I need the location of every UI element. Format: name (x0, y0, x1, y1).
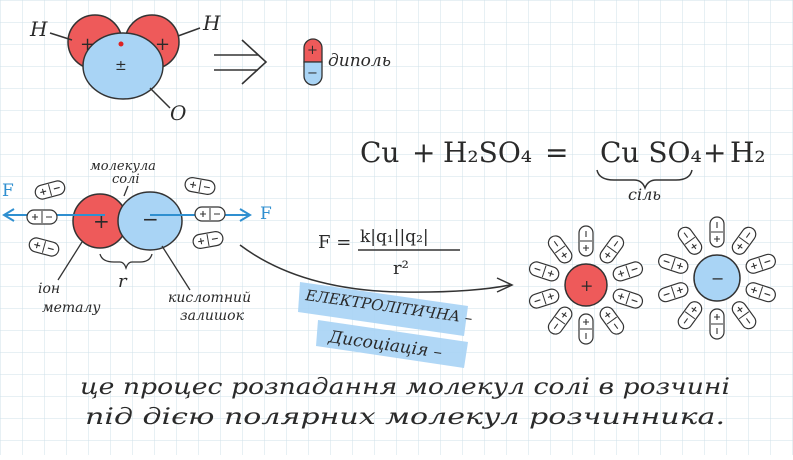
distance-label: r (118, 271, 128, 292)
oxygen (82, 32, 164, 100)
oxygen-charge: ± (115, 58, 127, 74)
salt-label: сіль (628, 185, 661, 204)
cation-sign: + (93, 209, 110, 233)
cation-shell-dipole (578, 313, 594, 345)
salt-brace (596, 169, 693, 191)
hydrated-cation-sign: + (580, 276, 593, 295)
reaction-equation: Cu + H₂SO₄ = Cu SO₄ + H₂ сіль (360, 136, 766, 204)
surrounding-dipoles (26, 177, 226, 257)
eq-h2so4: H₂SO₄ (443, 136, 532, 169)
implies-arrow (214, 39, 268, 85)
anion-shell-dipole (709, 216, 725, 248)
distance-brace (99, 253, 153, 271)
o-label: O (170, 101, 186, 125)
anion-shell-dipole (658, 253, 689, 274)
acid-residue-line1: кислотний (168, 290, 251, 306)
h-right-line (177, 27, 201, 37)
eq-plus1: + (412, 136, 435, 169)
anion-shell-dipole (731, 226, 757, 255)
caption-line2: солі (112, 172, 140, 187)
eq-h2: H₂ (730, 136, 766, 169)
salt-dipole (184, 177, 216, 195)
eq-cu: Cu (360, 136, 399, 169)
metal-ion-line1: іон (38, 281, 60, 297)
cation-shell-dipole (528, 288, 560, 309)
anion-shell-dipole (745, 282, 776, 303)
eq-cuso4: Cu SO₄ (600, 136, 702, 169)
cation-shell-dipole (599, 306, 625, 335)
dissociation-arrow (239, 244, 511, 293)
eq-equals: = (545, 136, 568, 169)
salt-dipole (192, 231, 224, 249)
coulomb-lhs: F = (318, 232, 351, 253)
anion-shell-dipole (731, 301, 757, 330)
dipole: + − диполь (303, 38, 391, 86)
dipole-plus: + (307, 43, 318, 58)
metal-ion-line2: металу (42, 300, 101, 316)
force-left-label: F (2, 181, 14, 201)
anion-shell-dipole (709, 308, 725, 340)
cation-shell-dipole (547, 235, 573, 264)
salt-molecule: молекула солі + − F F r іон металу кисло… (2, 159, 272, 324)
caption-line1: молекула (90, 159, 156, 174)
anion-shell-dipole (677, 226, 703, 255)
coulomb-denominator: r² (393, 258, 409, 279)
salt-dipole (28, 237, 60, 257)
hydrated-anion: − (693, 254, 741, 302)
water-molecule: H H + + ± O (29, 11, 221, 125)
definition-line1: це процес розпадання молекул солі в розч… (80, 375, 730, 400)
coulomb-law: F = k|q₁||q₂| r² (318, 227, 460, 279)
acid-anion (117, 191, 183, 251)
definition-line2: під дією полярних молекул розчинника. (85, 405, 725, 430)
anion-shell-dipole (745, 253, 776, 274)
h-right-label: H (202, 11, 221, 35)
anion-shell-dipole (658, 282, 689, 303)
dipole-label: диполь (328, 51, 391, 71)
h-right-plus: + (155, 34, 170, 55)
anion-shell-dipole (677, 301, 703, 330)
charge-dot (118, 41, 124, 47)
salt-dipole (194, 206, 226, 222)
cation-shell-dipole (547, 306, 573, 335)
cation-shell-dipole (578, 225, 594, 257)
anion-sign: − (142, 207, 159, 231)
force-right-label: F (260, 204, 272, 224)
hydration-shell-dipoles (528, 216, 776, 345)
definition: це процес розпадання молекул солі в розч… (80, 375, 730, 430)
eq-plus2: + (703, 136, 726, 169)
hydrated-anion-sign: − (711, 269, 724, 288)
h-left-line (49, 32, 73, 41)
salt-dipole (34, 180, 66, 200)
h-left-label: H (29, 17, 48, 41)
acid-residue-line2: залишок (180, 308, 245, 324)
cation-shell-dipole (599, 235, 625, 264)
h-left-plus: + (80, 34, 95, 55)
cation-shell-dipole (528, 261, 560, 282)
hydrated-cation: + (564, 263, 608, 307)
o-line (149, 87, 171, 109)
cation-shell-dipole (612, 261, 644, 282)
coulomb-numerator: k|q₁||q₂| (360, 227, 429, 247)
cation-shell-dipole (612, 288, 644, 309)
salt-dipole (26, 209, 58, 225)
dipole-minus: − (307, 66, 318, 81)
